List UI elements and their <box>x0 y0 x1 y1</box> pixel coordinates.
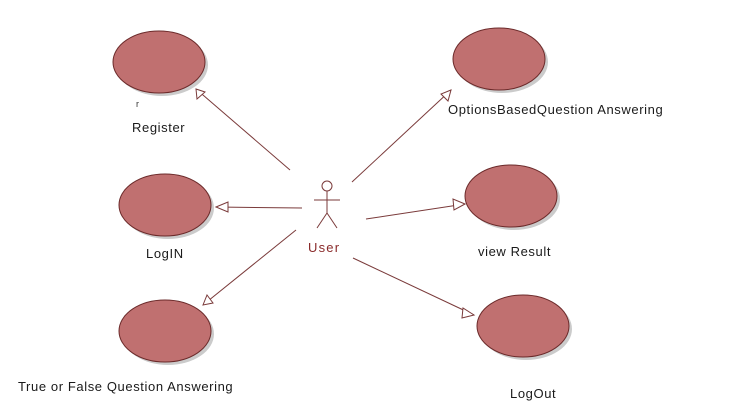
arrowhead-options-based <box>440 89 452 102</box>
arrowhead-view-result <box>452 198 467 211</box>
use-case-true-false[interactable] <box>118 299 214 365</box>
arrowhead-true-false <box>202 293 214 306</box>
use-case-logout[interactable] <box>476 294 572 360</box>
view-result-ellipse[interactable] <box>464 164 558 228</box>
login-ellipse[interactable] <box>118 173 212 237</box>
logout-label: LogOut <box>510 386 556 401</box>
use-case-view-result[interactable] <box>464 164 560 230</box>
assoc-register <box>195 88 291 171</box>
login-label: LogIN <box>146 246 184 261</box>
register-ellipse[interactable] <box>112 30 206 94</box>
assoc-logout <box>352 257 475 316</box>
use-case-options-based[interactable] <box>452 27 548 93</box>
options-based-ellipse[interactable] <box>452 27 546 91</box>
actor-left-leg <box>316 212 328 229</box>
assoc-true-false <box>202 229 297 306</box>
register-label: Register <box>132 120 185 135</box>
true-false-label: True or False Question Answering <box>18 379 233 394</box>
assoc-view-result <box>365 203 466 220</box>
actor-user[interactable] <box>314 180 340 229</box>
view-result-label: view Result <box>478 244 551 259</box>
assoc-login <box>215 206 303 209</box>
use-case-register[interactable] <box>112 30 208 96</box>
stray-mark: r <box>136 99 139 109</box>
arrowhead-register <box>195 88 206 101</box>
options-based-label: OptionsBasedQuestion Answering <box>448 102 663 117</box>
actor-head <box>321 180 333 192</box>
use-case-login[interactable] <box>118 173 214 239</box>
actor-right-leg <box>326 212 338 229</box>
arrowhead-login <box>214 201 229 213</box>
logout-ellipse[interactable] <box>476 294 570 358</box>
assoc-options-based <box>351 89 452 183</box>
true-false-ellipse[interactable] <box>118 299 212 363</box>
arrowhead-logout <box>461 307 476 319</box>
actor-label: User <box>308 240 340 255</box>
